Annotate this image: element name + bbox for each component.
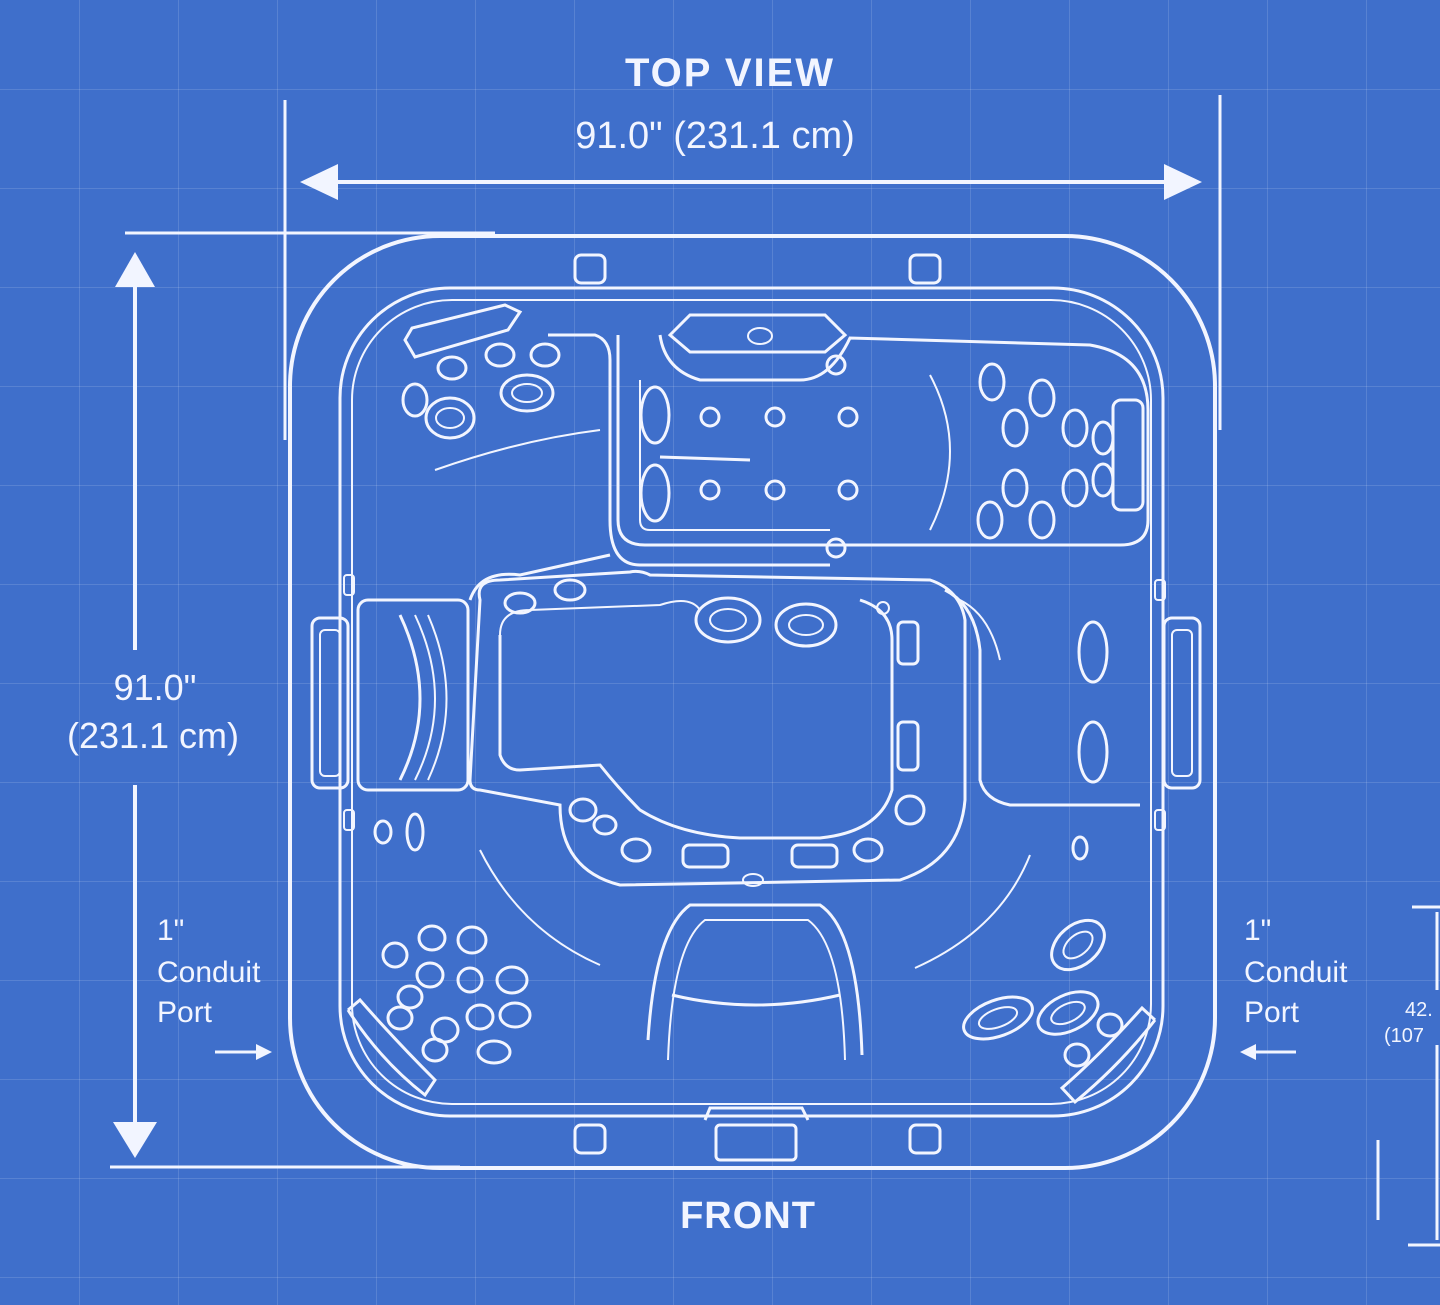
lounger-jets xyxy=(639,362,1115,540)
side-height-cm: (107 xyxy=(1384,1025,1424,1047)
right-port-size: 1" xyxy=(1244,914,1271,947)
depth-dimension-line xyxy=(110,231,495,1169)
front-label: FRONT xyxy=(680,1195,816,1237)
right-port-word2: Port xyxy=(1244,996,1300,1029)
left-port-word2: Port xyxy=(157,996,213,1029)
corner-seat-bottom-left xyxy=(346,924,532,1098)
left-conduit-port-label: 1" Conduit Port xyxy=(157,914,272,1060)
side-height-dimension: 42. (107 xyxy=(1376,905,1440,1247)
width-dimension-line xyxy=(283,95,1222,440)
right-conduit-port-label: 1" Conduit Port xyxy=(1240,914,1348,1060)
right-seat xyxy=(914,588,1140,969)
width-dimension-label: 91.0" (231.1 cm) xyxy=(575,115,855,157)
depth-dimension-cm: (231.1 cm) xyxy=(67,715,239,756)
left-seat xyxy=(356,553,611,966)
corner-seat-top-left xyxy=(401,303,830,567)
control-panel xyxy=(667,313,848,559)
footwell xyxy=(468,569,967,887)
left-port-word1: Conduit xyxy=(157,956,261,989)
side-height-inches: 42. xyxy=(1405,999,1433,1021)
depth-dimension-inches: 91.0" xyxy=(114,667,197,708)
rim-details xyxy=(310,253,1202,1162)
front-step xyxy=(646,903,864,1061)
left-port-size: 1" xyxy=(157,914,184,947)
right-port-word1: Conduit xyxy=(1244,956,1348,989)
lounger-seat xyxy=(616,334,1150,547)
title-label: TOP VIEW xyxy=(625,51,835,95)
corner-seat-bottom-right xyxy=(962,918,1157,1105)
